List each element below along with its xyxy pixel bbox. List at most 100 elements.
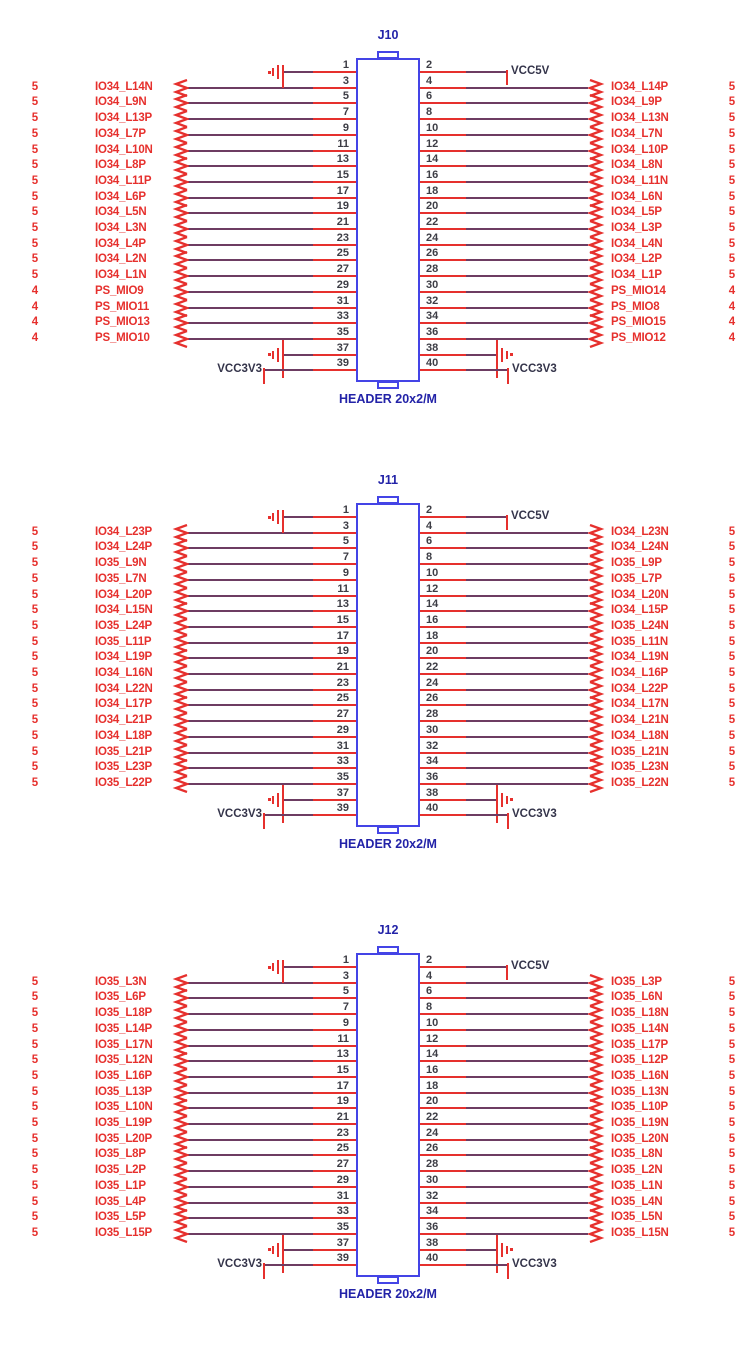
offpage-connector-chevrons-icon bbox=[588, 1052, 605, 1071]
pin-stub bbox=[420, 1248, 466, 1251]
connector-body bbox=[356, 503, 420, 828]
offpage-connector-chevrons-icon bbox=[588, 314, 605, 333]
power-rail-bar-icon bbox=[507, 1263, 509, 1280]
net-label: IO34_L23P bbox=[95, 525, 153, 538]
net-label: IO35_L4P bbox=[95, 1195, 146, 1208]
net-wire bbox=[188, 306, 313, 309]
net-wire bbox=[188, 1217, 313, 1220]
offpage-connector-chevrons-icon bbox=[172, 157, 189, 176]
offpage-connector-chevrons-icon bbox=[172, 759, 189, 778]
page-ref: 5 bbox=[728, 96, 736, 109]
net-label: IO34_L14N bbox=[95, 80, 153, 93]
pin-stub bbox=[420, 798, 466, 801]
net-wire bbox=[188, 165, 313, 168]
offpage-connector-chevrons-icon bbox=[588, 759, 605, 778]
pin-stub bbox=[420, 1170, 466, 1173]
pin-number: 15 bbox=[336, 613, 349, 626]
net-wire bbox=[466, 767, 588, 770]
net-wire bbox=[188, 610, 313, 613]
pin-stub bbox=[313, 625, 356, 628]
chassis-ground-icon bbox=[496, 1234, 498, 1274]
pin-number: 30 bbox=[426, 278, 439, 291]
net-label: IO34_L14P bbox=[611, 80, 669, 93]
page-ref: 5 bbox=[728, 1164, 736, 1177]
pin-stub bbox=[313, 369, 356, 372]
pin-stub bbox=[420, 1123, 466, 1125]
pin-number: 34 bbox=[426, 310, 439, 323]
offpage-connector-chevrons-icon bbox=[172, 1083, 189, 1102]
page-ref: 5 bbox=[31, 1101, 39, 1114]
power-net-label: VCC3V3 bbox=[217, 808, 262, 821]
net-label: IO34_L11N bbox=[611, 174, 669, 187]
pin-stub bbox=[313, 610, 356, 613]
pin-number: 34 bbox=[426, 755, 439, 768]
pin-number: 1 bbox=[342, 504, 349, 516]
pin-stub bbox=[313, 337, 356, 340]
power-net-label: VCC5V bbox=[511, 510, 550, 522]
page-ref: 5 bbox=[31, 1132, 39, 1145]
net-wire bbox=[284, 1248, 313, 1251]
page-ref: 5 bbox=[31, 1007, 39, 1020]
page-ref: 5 bbox=[728, 253, 736, 266]
pin-number: 4 bbox=[426, 969, 433, 982]
net-wire bbox=[188, 1044, 313, 1047]
offpage-connector-chevrons-icon bbox=[588, 78, 605, 97]
page-ref: 5 bbox=[728, 588, 736, 601]
offpage-connector-chevrons-icon bbox=[588, 523, 605, 542]
pin-stub bbox=[420, 1060, 466, 1063]
net-wire bbox=[466, 673, 588, 675]
net-label: IO35_L19P bbox=[95, 1117, 153, 1129]
pin-number: 6 bbox=[426, 985, 433, 998]
page-ref: 5 bbox=[31, 1038, 39, 1051]
pin-number: 30 bbox=[426, 1173, 439, 1186]
power-net-label: VCC5V bbox=[511, 65, 550, 77]
pin-number: 27 bbox=[336, 263, 349, 276]
pin-stub bbox=[313, 720, 356, 723]
page-ref: 5 bbox=[31, 222, 39, 234]
pin-number: 17 bbox=[336, 184, 349, 197]
pin-stub bbox=[313, 547, 356, 550]
net-wire bbox=[466, 275, 588, 278]
pin-stub bbox=[420, 180, 466, 183]
net-label: IO34_L7P bbox=[95, 127, 146, 140]
pin-number: 22 bbox=[426, 216, 439, 228]
page-ref: 5 bbox=[728, 1101, 736, 1114]
net-label: IO34_L21P bbox=[95, 714, 153, 727]
pin-stub bbox=[420, 133, 466, 136]
pin-stub bbox=[420, 578, 466, 581]
chassis-ground-icon bbox=[501, 347, 503, 362]
pin-stub bbox=[313, 594, 356, 597]
net-label: IO34_L19N bbox=[611, 651, 669, 664]
net-wire bbox=[466, 735, 588, 738]
offpage-connector-chevrons-icon bbox=[588, 973, 605, 992]
offpage-connector-chevrons-icon bbox=[172, 282, 189, 301]
pin-number: 19 bbox=[336, 200, 349, 213]
pin-number: 11 bbox=[337, 1032, 349, 1045]
offpage-connector-chevrons-icon bbox=[172, 727, 189, 746]
chassis-ground-icon bbox=[510, 1248, 513, 1252]
chassis-ground-icon bbox=[268, 515, 271, 519]
pin-number: 18 bbox=[426, 184, 439, 197]
net-label: IO35_L14N bbox=[611, 1022, 669, 1035]
net-wire bbox=[188, 1013, 313, 1016]
power-rail-bar-icon bbox=[263, 813, 265, 830]
net-label: IO34_L16P bbox=[611, 667, 669, 679]
net-wire bbox=[466, 369, 507, 372]
page-ref: 5 bbox=[728, 975, 736, 988]
connector-refdes: J10 bbox=[377, 28, 399, 42]
pin-stub bbox=[420, 1028, 466, 1031]
net-wire bbox=[188, 1154, 313, 1157]
page-ref: 5 bbox=[728, 1211, 736, 1224]
pin-number: 40 bbox=[426, 1252, 439, 1265]
pin-stub bbox=[420, 1013, 466, 1016]
pin-stub bbox=[420, 149, 466, 152]
offpage-connector-chevrons-icon bbox=[172, 141, 189, 160]
pin-number: 23 bbox=[336, 231, 349, 244]
chassis-ground-icon bbox=[268, 353, 271, 357]
net-wire bbox=[188, 1091, 313, 1094]
net-label: IO34_L16N bbox=[95, 667, 153, 679]
offpage-connector-chevrons-icon bbox=[588, 1193, 605, 1212]
page-ref: 5 bbox=[728, 991, 736, 1004]
page-ref: 4 bbox=[31, 316, 39, 329]
pin-stub bbox=[313, 228, 356, 230]
